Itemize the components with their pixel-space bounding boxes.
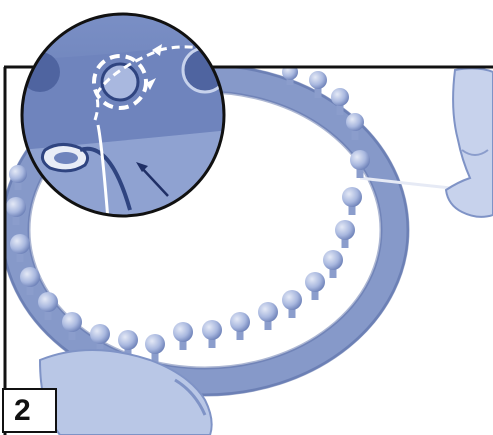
step-number-badge: 2: [2, 388, 57, 433]
step-number: 2: [14, 396, 31, 426]
